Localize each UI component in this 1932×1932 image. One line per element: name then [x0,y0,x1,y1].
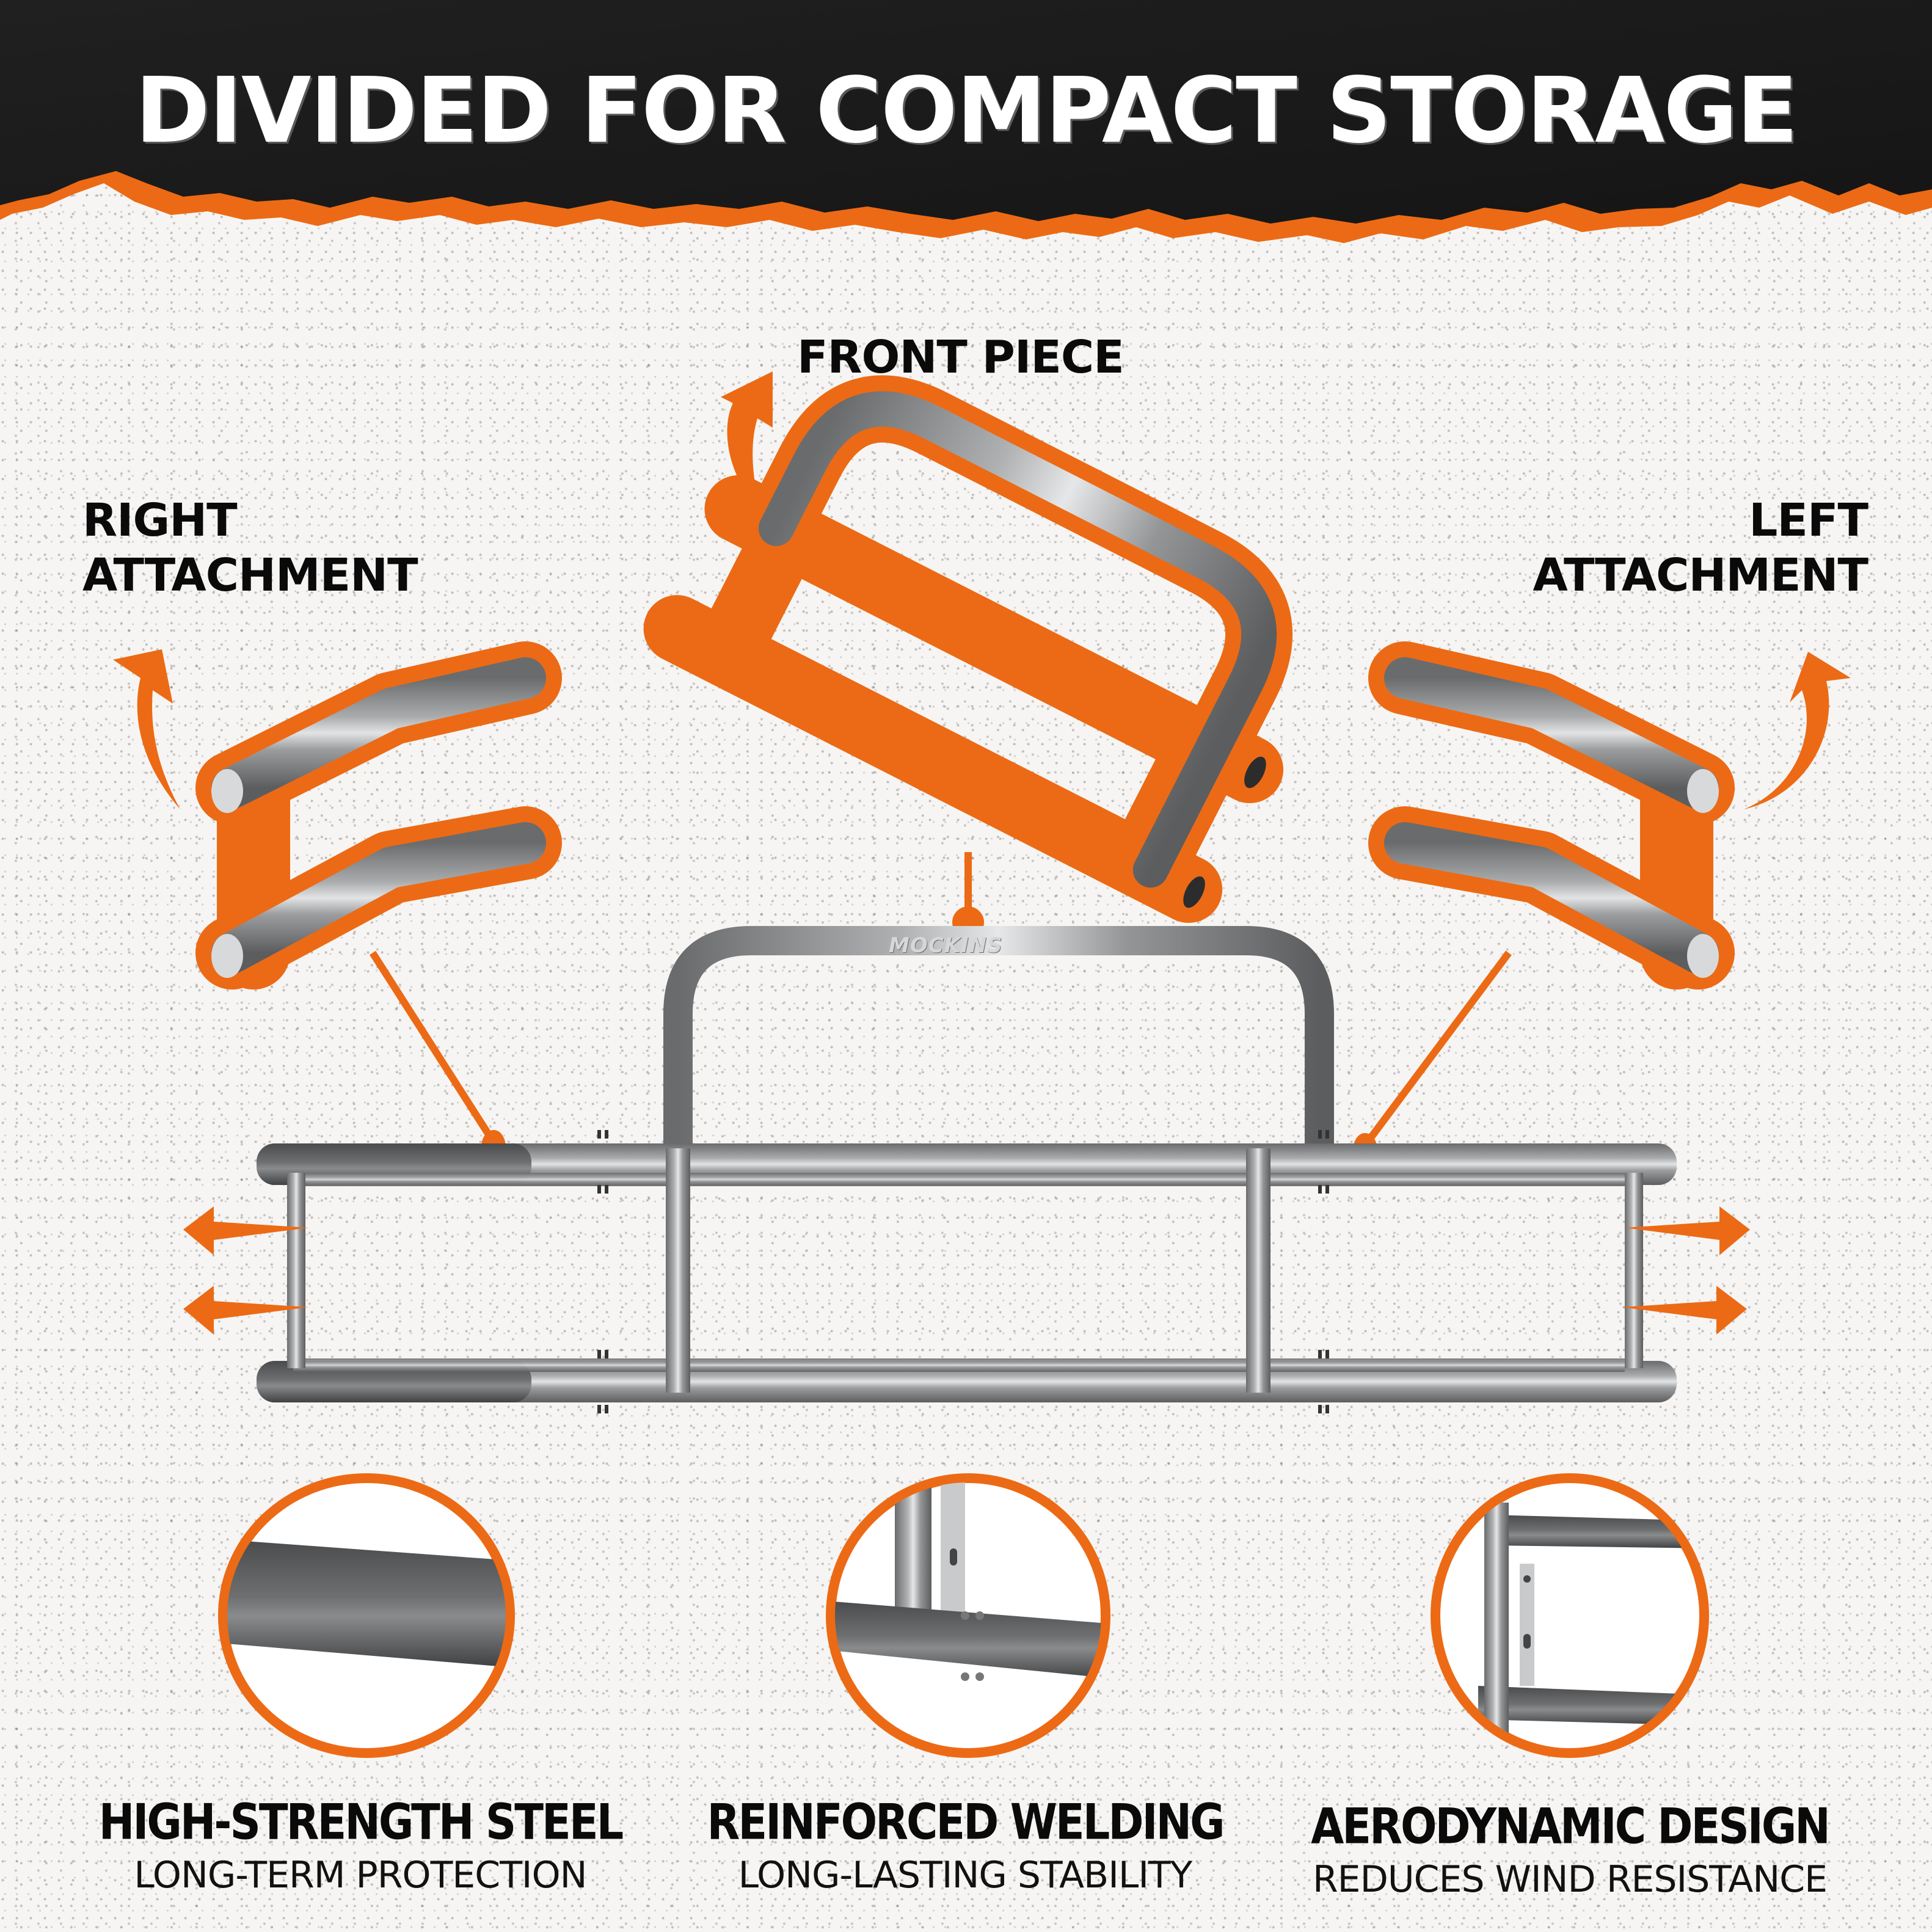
front-piece-label: FRONT PIECE [797,331,1125,384]
feature-subtitle: LONG-TERM PROTECTION [134,1854,587,1897]
feature-reinforced-welding: REINFORCED WELDING LONG-LASTING STABILIT… [660,1793,1270,1897]
left-attachment-label-line2: ATTACHMENT [1533,549,1868,602]
front-piece-part [643,375,1293,923]
page-title: DIVIDED FOR COMPACT STORAGE [135,58,1798,163]
feature-subtitle: REDUCES WIND RESISTANCE [1312,1858,1828,1901]
curved-arrow-front-icon [721,371,773,510]
detail-circle-welding [826,1473,1110,1758]
detail-circle-aerodynamic [1431,1473,1709,1758]
expand-arrows-right-icon [1622,1206,1750,1335]
brand-logo: MOCKINS [889,933,1003,958]
feature-high-strength-steel: HIGH-STRENGTH STEEL LONG-TERM PROTECTION [55,1793,666,1897]
center-assembly-part [257,926,1677,1413]
feature-aerodynamic-design: AERODYNAMIC DESIGN REDUCES WIND RESISTAN… [1264,1797,1875,1901]
curved-arrow-left-attachment-icon [1744,652,1851,809]
right-attachment-label-line1: RIGHT [82,494,238,547]
header-banner: DIVIDED FOR COMPACT STORAGE [0,0,1932,257]
torn-banner-shape [0,0,1932,243]
right-attachment-part [195,641,562,990]
leader-lines [369,852,1512,1167]
left-attachment-label-line1: LEFT [1749,494,1868,547]
feature-subtitle: LONG-LASTING STABILITY [738,1854,1193,1897]
feature-title: REINFORCED WELDING [707,1793,1225,1851]
feature-title: HIGH-STRENGTH STEEL [98,1793,624,1851]
feature-title: AERODYNAMIC DESIGN [1311,1797,1831,1856]
detail-circle-steel [218,1473,515,1758]
expand-arrows-left-icon [183,1206,308,1335]
right-attachment-label-line2: ATTACHMENT [82,549,418,602]
curved-arrow-right-attachment-icon [113,649,180,809]
left-attachment-part [1368,641,1735,990]
